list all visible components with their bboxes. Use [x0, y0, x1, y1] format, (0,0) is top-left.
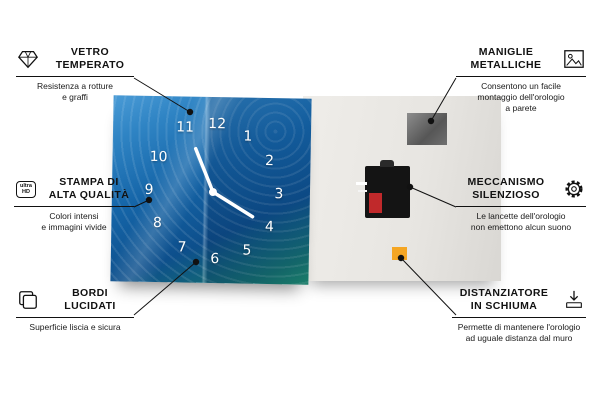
callout-title: BORDI LUCIDATI	[64, 287, 116, 313]
layers-icon	[16, 288, 40, 312]
clock-number: 11	[176, 119, 195, 136]
callout-bordi-lucidati: BORDI LUCIDATI Superficie liscia e sicur…	[16, 287, 134, 333]
mechanism-hanger	[380, 160, 394, 167]
callout-title: DISTANZIATORE IN SCHIUMA	[459, 287, 549, 313]
gear-icon	[562, 177, 586, 201]
callout-subtitle: Colori intensi e immagini vivide	[41, 211, 107, 233]
callout-subtitle: Resistenza a rotture e graffi	[36, 81, 114, 103]
clock-number: 2	[264, 152, 275, 170]
metal-hanging-plate	[407, 113, 447, 145]
clock-number: 9	[144, 181, 154, 198]
battery	[369, 193, 382, 213]
callout-title: STAMPA DI ALTA QUALITÀ	[48, 176, 130, 202]
callout-distanziatore-schiuma: DISTANZIATORE IN SCHIUMA Permette di man…	[452, 287, 586, 344]
callout-subtitle: Superficie liscia e sicura	[29, 322, 121, 333]
callout-subtitle: Consentono un facile montaggio dell'orol…	[477, 81, 565, 114]
picture-icon	[562, 47, 586, 71]
callout-title: VETRO TEMPERATO	[55, 46, 125, 72]
diamond-icon	[16, 47, 40, 71]
divider	[456, 206, 586, 208]
clock-number: 1	[243, 128, 253, 145]
clock-number: 7	[177, 239, 187, 256]
clock-number: 10	[149, 148, 168, 166]
callout-meccanismo-silenzioso: MECCANISMO SILENZIOSO Le lancette dell'o…	[456, 176, 586, 233]
clock-number: 3	[274, 186, 284, 203]
clock-mechanism	[356, 160, 410, 218]
ultra-hd-icon: ultra HD	[14, 177, 38, 201]
clock-number: 6	[210, 251, 220, 268]
divider	[14, 206, 134, 208]
foam-spacer	[392, 247, 407, 260]
callout-title: MANIGLIE METALLICHE	[470, 46, 542, 72]
clock-front-panel: 12 1 2 3 4 5 6 7 8 9 10 11	[110, 95, 312, 285]
callout-subtitle: Le lancette dell'orologio non emettono a…	[470, 211, 572, 233]
callout-maniglie-metalliche: MANIGLIE METALLICHE Consentono un facile…	[456, 46, 586, 114]
ultra-hd-badge: ultra HD	[16, 180, 36, 198]
callout-vetro-temperato: VETRO TEMPERATO Resistenza a rotture e g…	[16, 46, 134, 103]
callout-stampa-alta-qualita: ultra HD STAMPA DI ALTA QUALITÀ Colori i…	[14, 176, 134, 233]
divider	[16, 317, 134, 319]
clock-number: 8	[152, 214, 163, 232]
clock-number: 5	[242, 242, 252, 259]
callout-title: MECCANISMO SILENZIOSO	[467, 176, 545, 202]
divider	[16, 76, 134, 78]
clock-number: 4	[264, 218, 274, 236]
spare-hand	[356, 182, 367, 185]
clock-hands	[193, 146, 255, 219]
callout-subtitle: Permette di mantenere l'orologio ad ugua…	[457, 322, 581, 344]
divider	[456, 76, 586, 78]
divider	[452, 317, 586, 319]
clock-number: 12	[208, 115, 227, 133]
spare-hand	[358, 190, 367, 192]
spacer-icon	[562, 288, 586, 312]
